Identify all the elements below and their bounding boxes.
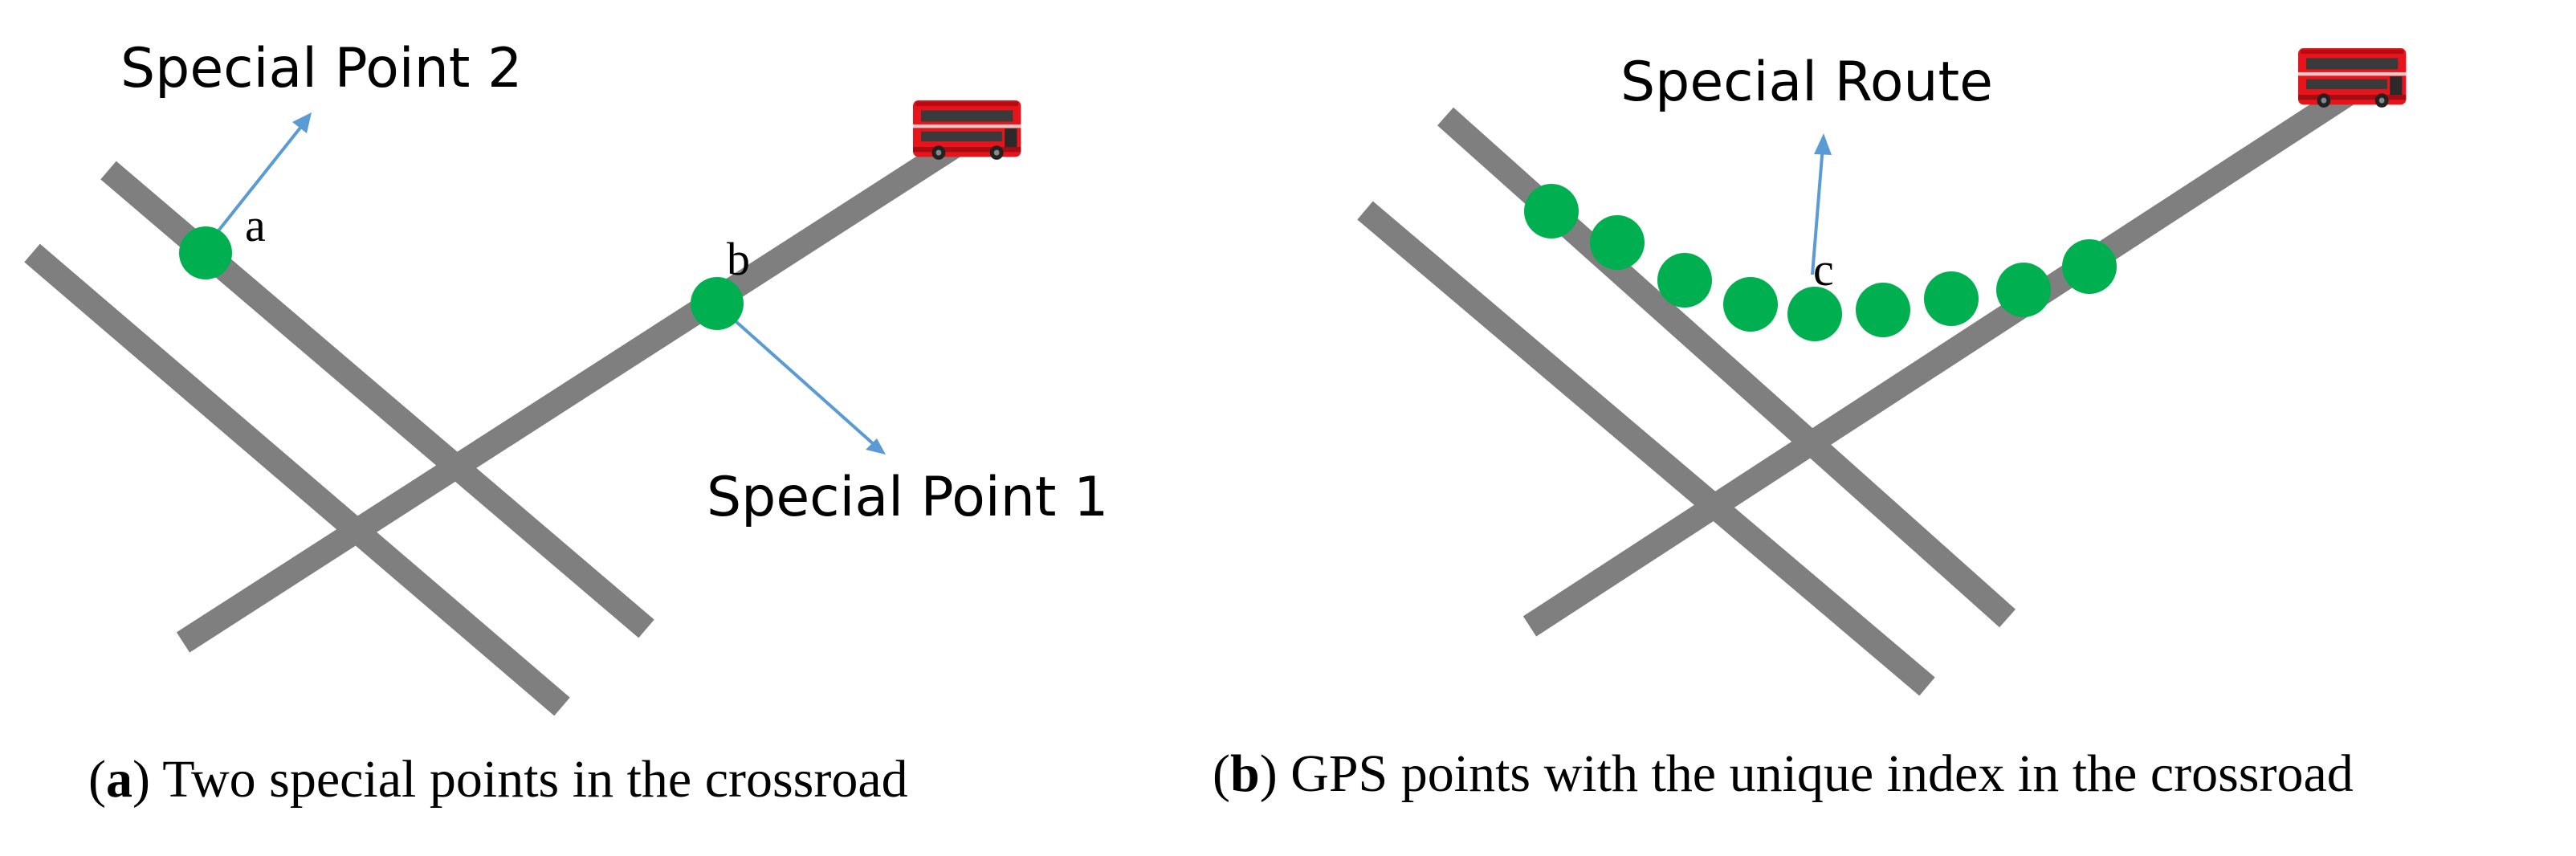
arrow-head-icon <box>292 112 312 133</box>
gps-point <box>2062 239 2117 294</box>
special-point-b <box>691 277 744 330</box>
arrow-to-special-point-1 <box>719 306 877 447</box>
panel-b: c Special Route (b) GPS points with the … <box>1213 48 2407 803</box>
gps-point <box>1924 271 1979 326</box>
caption-a-letter: a <box>106 750 132 809</box>
caption-a: (a) Two special points in the crossroad <box>88 750 908 809</box>
point-label-c: c <box>1813 243 1834 296</box>
gps-point <box>1524 184 1579 238</box>
callout-special-point-1: Special Point 1 <box>707 466 1108 529</box>
gps-point <box>1723 277 1778 332</box>
arrow-head-icon <box>1814 133 1832 155</box>
road-main <box>1522 78 2364 637</box>
caption-b-close: ) <box>1260 744 1278 803</box>
bus-icon <box>2298 48 2407 108</box>
arrow-head-icon <box>866 438 886 454</box>
road-cross-lower <box>1357 201 1935 696</box>
callout-special-route: Special Route <box>1620 51 1993 114</box>
special-point-a <box>179 226 232 279</box>
gps-point <box>1657 253 1712 308</box>
road-cross-lower <box>24 243 570 716</box>
arrow-to-special-point-2 <box>206 122 305 247</box>
arrow-to-special-route <box>1811 145 1824 275</box>
gps-point <box>1590 215 1645 270</box>
caption-b-text: GPS points with the unique index in the … <box>1278 744 2354 803</box>
caption-a-close: ) <box>132 750 150 809</box>
gps-point <box>1856 283 1910 337</box>
caption-b-letter: b <box>1230 744 1260 803</box>
bus-icon <box>913 100 1021 160</box>
road-main <box>176 120 987 653</box>
caption-a-open: ( <box>88 750 106 809</box>
gps-point <box>1787 287 1842 341</box>
gps-point <box>1996 263 2051 317</box>
caption-a-text: Two special points in the crossroad <box>150 750 908 809</box>
point-label-b: b <box>727 233 750 285</box>
callout-special-point-2: Special Point 2 <box>120 37 522 100</box>
point-label-a: a <box>245 199 266 251</box>
panel-a: a b Special Point 2 Special Point 1 (a) … <box>24 37 1108 809</box>
caption-b: (b) GPS points with the unique index in … <box>1213 744 2354 803</box>
caption-b-open: ( <box>1213 744 1230 803</box>
